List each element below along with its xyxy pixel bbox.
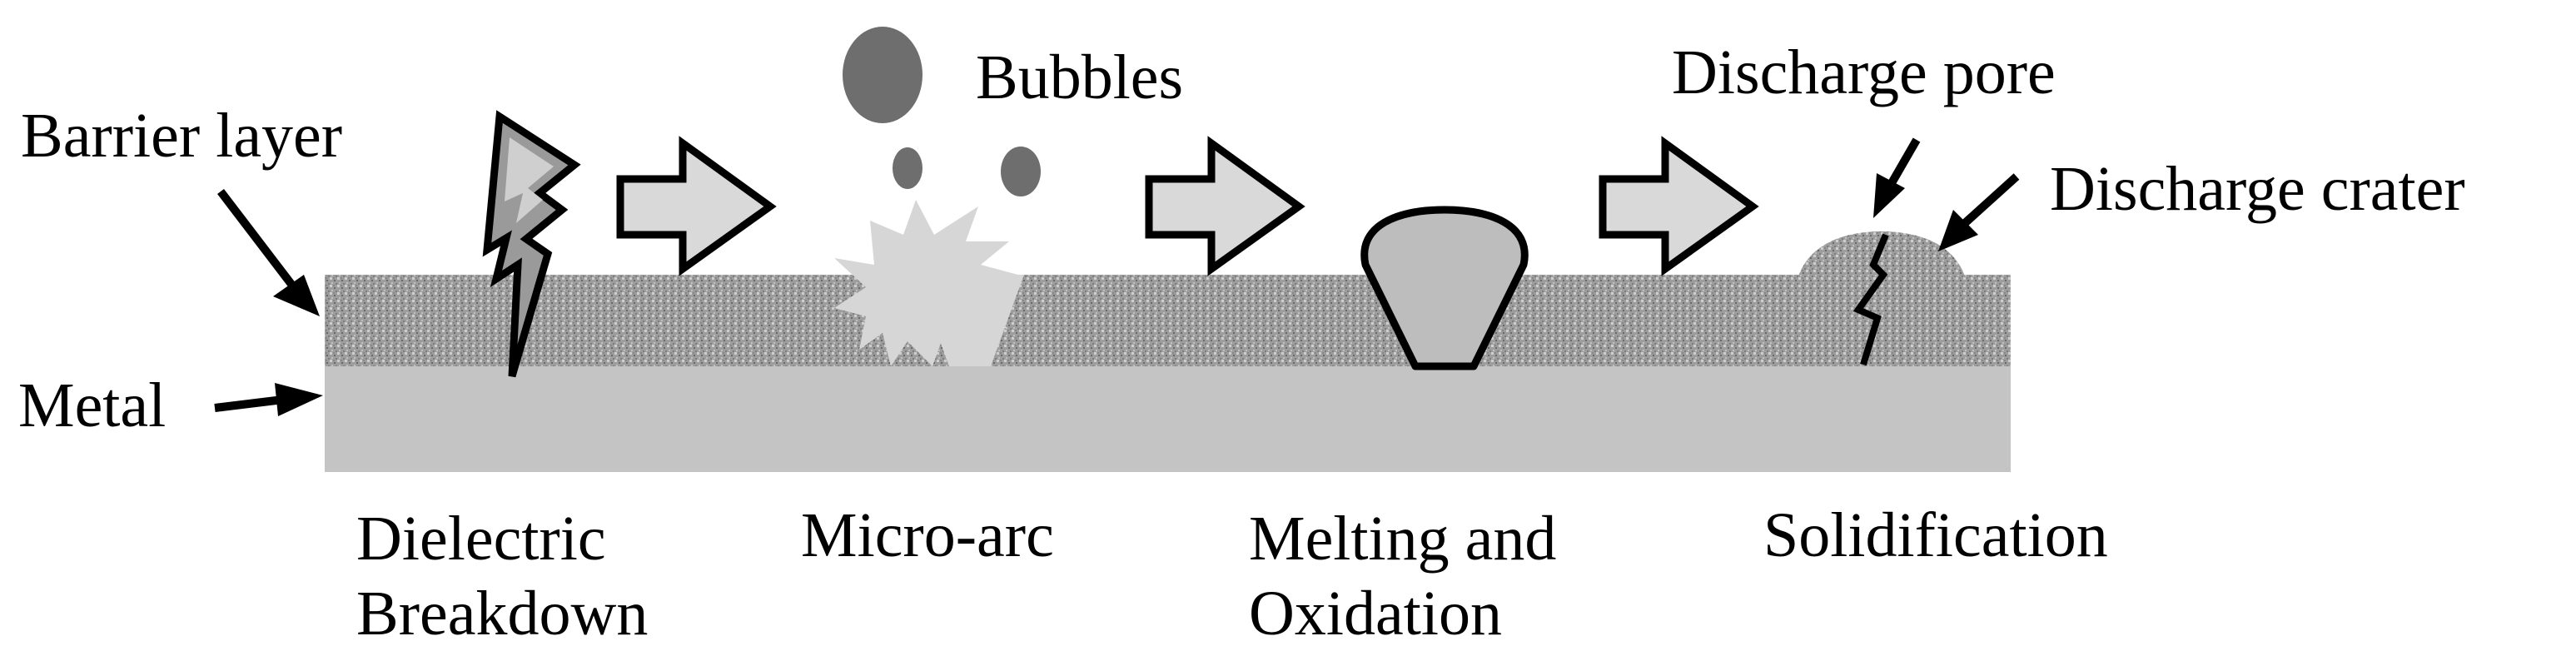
lightning-bolt-highlight: [505, 137, 554, 223]
bubble-large: [843, 27, 922, 123]
process-arrow-3: [1599, 136, 1759, 276]
pointer-arrow-barrier-layer: [217, 188, 320, 316]
pointer-arrow-discharge-pore: [1873, 137, 1921, 218]
metal-layer: [325, 366, 2011, 472]
stage-label-4-line1: Solidification: [1763, 500, 2108, 570]
stage-label-3-line1: Melting and: [1249, 504, 1556, 574]
discharge-crater-mound: [1798, 231, 1965, 276]
pointer-arrow-metal: [214, 383, 323, 416]
stage-label-3-line2: Oxidation: [1249, 579, 1502, 649]
label-metal: Metal: [18, 370, 166, 440]
stage-label-1-line2: Breakdown: [356, 579, 648, 649]
pointer-arrow-discharge-crater: [1938, 173, 2020, 251]
bubble-small-right: [1001, 147, 1041, 196]
process-arrow-1: [616, 136, 777, 276]
discharge-crater-mound-tint: [1798, 231, 1965, 276]
stage-label-2-line1: Micro-arc: [801, 500, 1054, 570]
bubble-small-left: [893, 147, 922, 189]
molten-droplet: [1360, 206, 1529, 370]
process-arrow-2: [1145, 136, 1305, 276]
label-discharge-pore: Discharge pore: [1672, 37, 2056, 107]
label-barrier-layer: Barrier layer: [21, 101, 342, 171]
micro-arc-crater: [916, 275, 1024, 366]
label-bubbles: Bubbles: [976, 42, 1183, 112]
stage-label-1-line1: Dielectric: [356, 504, 606, 574]
discharge-pore-crack: [1852, 233, 1889, 366]
label-discharge-crater: Discharge crater: [2050, 154, 2465, 224]
barrier-layer: [325, 275, 2011, 366]
